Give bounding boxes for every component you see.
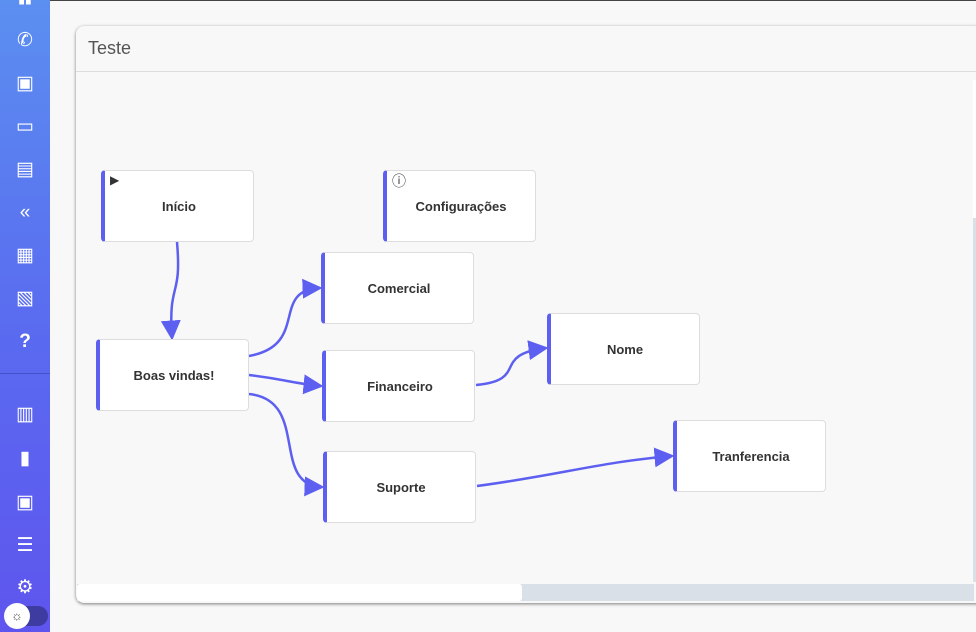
dashboard-icon[interactable]: ▪▪: [18, 0, 32, 13]
flow-title: Teste: [88, 38, 132, 58]
contact-card-icon[interactable]: ▣: [16, 73, 34, 94]
title-divider: [76, 71, 976, 72]
node-label: Início: [162, 198, 196, 214]
vertical-scroll-thumb[interactable]: [973, 80, 976, 218]
clipboard-icon[interactable]: ▦: [16, 245, 34, 266]
flow-node-tranferencia[interactable]: Tranferencia: [673, 420, 826, 492]
node-label: Configurações: [415, 198, 507, 214]
horizontal-scrollbar[interactable]: [77, 584, 974, 601]
sidebar: ▪▪ ✆ ▣ ▭ ▤ « ▦ ▧ ? ▥ ▮ ▣ ☰ ⚙ ☼: [0, 0, 50, 632]
flow-node-boas-vindas[interactable]: Boas vindas!: [96, 339, 249, 411]
monitor-icon[interactable]: ▭: [16, 116, 34, 137]
node-label: Nome: [606, 341, 644, 357]
top-border: [50, 0, 976, 1]
settings-icon[interactable]: ⚙: [16, 577, 34, 598]
flow-node-financeiro[interactable]: Financeiro: [322, 350, 475, 422]
node-label: Boas vindas!: [133, 367, 215, 383]
vertical-scrollbar[interactable]: [973, 80, 976, 582]
sun-icon: ☼: [4, 603, 30, 629]
speaker-notes-off-icon[interactable]: ▧: [16, 288, 34, 309]
flow-card: Teste: [76, 26, 976, 603]
flow-node-nome[interactable]: Nome: [547, 313, 700, 385]
theme-toggle[interactable]: ☼: [4, 603, 48, 629]
reply-all-icon[interactable]: «: [19, 202, 31, 223]
flow-node-comercial[interactable]: Comercial: [321, 252, 474, 324]
alert-circle-icon: ⓘ: [392, 173, 406, 189]
kanban-icon[interactable]: ▥: [16, 404, 34, 425]
money-icon[interactable]: ▣: [16, 492, 34, 513]
whatsapp-icon[interactable]: ✆: [17, 30, 33, 51]
list-icon[interactable]: ☰: [16, 535, 34, 556]
report-icon[interactable]: ▮: [19, 448, 31, 469]
help-icon[interactable]: ?: [19, 331, 31, 352]
flow-node-inicio[interactable]: ▶ Início: [101, 170, 254, 242]
node-label: Financeiro: [367, 378, 433, 394]
node-label: Tranferencia: [712, 448, 790, 464]
horizontal-scroll-thumb[interactable]: [77, 584, 522, 601]
chat-icon[interactable]: ▤: [16, 159, 34, 180]
node-label: Comercial: [367, 280, 431, 296]
play-icon: ▶: [110, 173, 120, 187]
flow-node-suporte[interactable]: Suporte: [323, 451, 476, 523]
sidebar-divider: [0, 373, 50, 374]
node-label: Suporte: [376, 479, 426, 495]
